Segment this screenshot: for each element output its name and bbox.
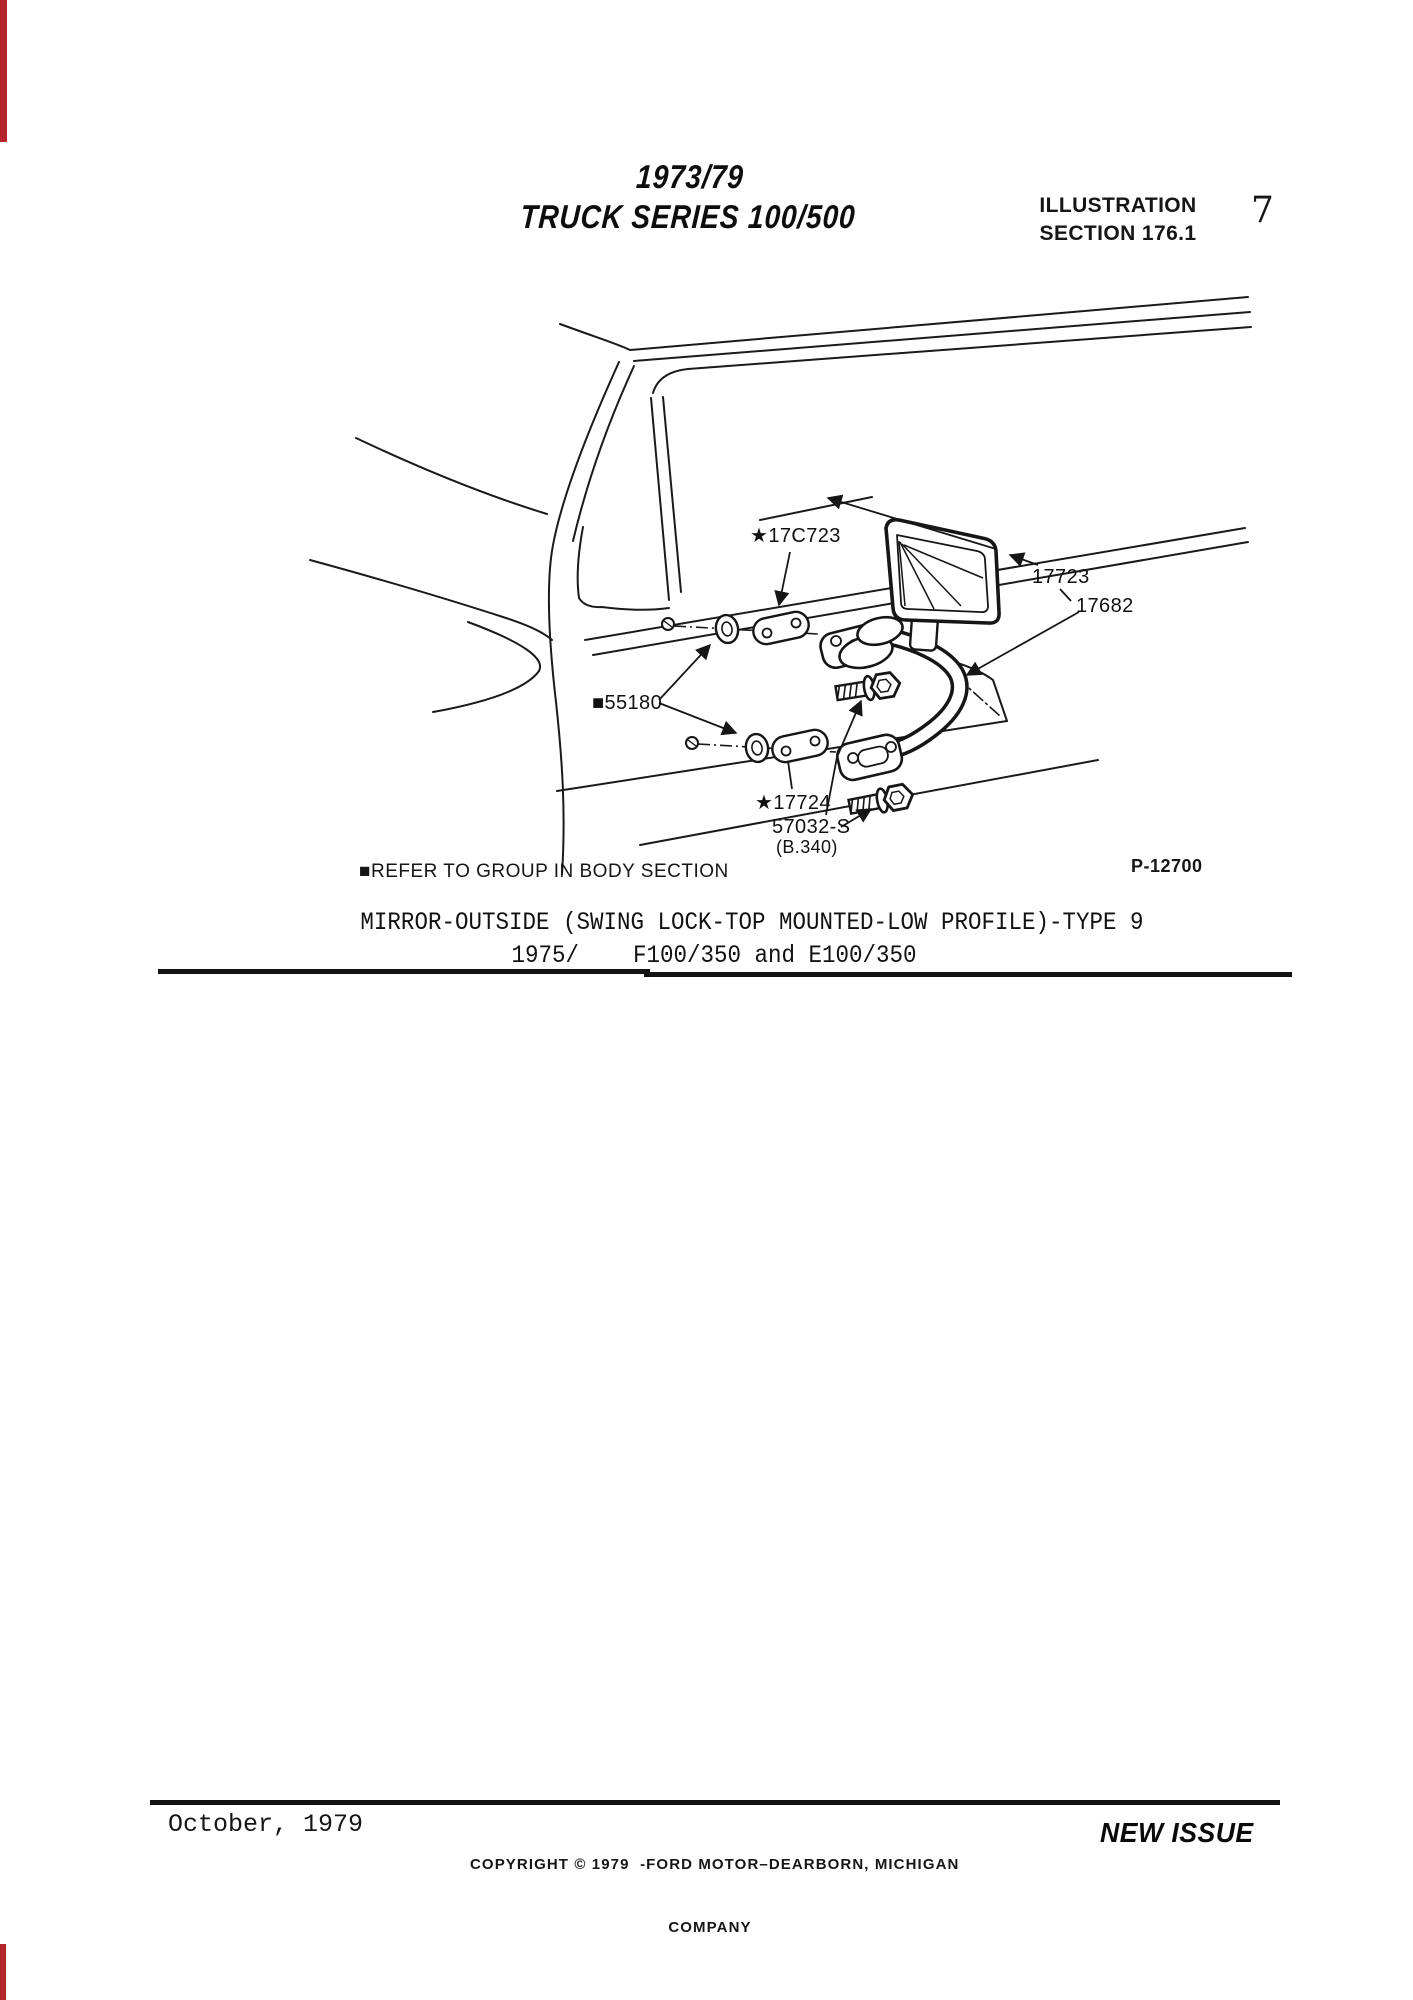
- caption-divider-left: [158, 969, 650, 974]
- part-label-17724: ★17724: [755, 792, 831, 814]
- footer-issue-stamp: NEW ISSUE: [1100, 1817, 1254, 1848]
- mirror-pivot-base: [836, 613, 905, 673]
- footer-copyright: COPYRIGHT © 1979 -FORD MOTOR–DEARBORN, M…: [470, 1812, 960, 1980]
- washer-upper: [714, 613, 741, 644]
- washer-lower: [744, 732, 771, 763]
- page-number: 7: [1251, 190, 1274, 231]
- figure-caption-line1: MIRROR-OUTSIDE (SWING LOCK-TOP MOUNTED-L…: [360, 908, 1144, 937]
- footer-copyright-line1: COPYRIGHT © 1979 -FORD MOTOR–DEARBORN, M…: [470, 1856, 960, 1873]
- figure-caption-line2: 1975/ F100/350 and E100/350: [511, 941, 917, 970]
- part-label-17c723: ★17C723: [750, 525, 841, 547]
- part-label-57032s: 57032-S: [772, 816, 851, 838]
- footer-date: October, 1979: [168, 1810, 364, 1839]
- bracket-lower: [835, 732, 905, 782]
- footer-divider: [150, 1800, 1280, 1805]
- refer-note: ■REFER TO GROUP IN BODY SECTION: [359, 861, 729, 882]
- illustration-label-line1: ILLUSTRATION: [1039, 194, 1197, 217]
- figure-ref-code: P-12700: [1131, 856, 1203, 876]
- cab-outline: [310, 297, 1251, 874]
- part-label-17682: 17682: [1076, 595, 1134, 617]
- spacer-pad-17c723: [751, 609, 811, 646]
- part-label-55180: ■55180: [592, 692, 663, 714]
- spacer-pad-17724: [770, 727, 830, 764]
- part-label-57032-spec: (B.340): [776, 837, 838, 857]
- part-label-17723: 17723: [1032, 566, 1090, 588]
- mirror-glass-hatching: [899, 541, 983, 609]
- hex-bolt-upper: [833, 669, 904, 707]
- leader-lines: [659, 494, 1079, 827]
- hex-bolt-lower: [846, 781, 917, 820]
- illustration-section-label: ILLUSTRATION SECTION 176.1: [1028, 192, 1208, 248]
- scan-edge-artifact-top: [0, 0, 7, 142]
- footer-copyright-line2: COMPANY: [668, 1919, 752, 1936]
- illustration-label-line2: SECTION 176.1: [1039, 222, 1197, 245]
- caption-divider-right: [644, 972, 1292, 977]
- mirror-head: [886, 520, 999, 623]
- scan-edge-artifact-bottom: [0, 1944, 6, 2000]
